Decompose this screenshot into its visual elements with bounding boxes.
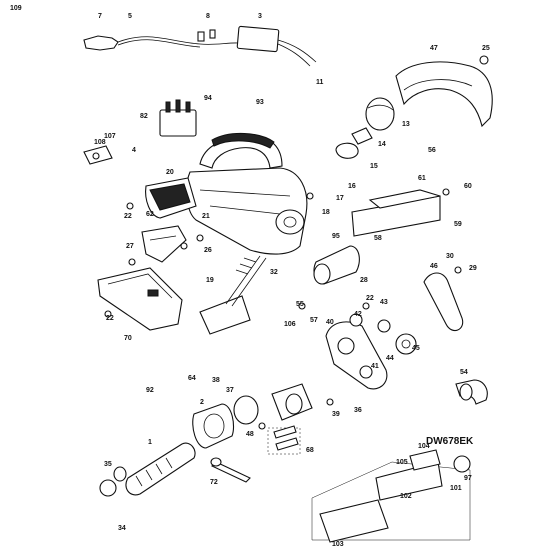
part-number-label: 55 [296, 301, 304, 308]
part-number-label: 20 [166, 169, 174, 176]
stator-part [192, 403, 235, 449]
part-number-label: 82 [140, 113, 148, 120]
chip-deflector-part [145, 177, 197, 219]
part-number-label: 97 [464, 475, 472, 482]
part-number-label: 22 [124, 213, 132, 220]
part-number-label: 59 [454, 221, 462, 228]
part-number-label: 25 [482, 45, 490, 52]
part-number-label: 26 [204, 247, 212, 254]
part-number-label: 103 [332, 541, 344, 548]
power-cord-assembly [83, 25, 317, 67]
dust-elbow-part [455, 379, 488, 405]
part-number-label: 6 [10, 0, 14, 2]
part-number-label: 38 [212, 377, 220, 384]
switch-part [83, 145, 113, 165]
part-number-label: 5 [128, 13, 132, 20]
kit-inset [311, 449, 471, 543]
part-number-label: 106 [284, 321, 296, 328]
part-number-label: 22 [106, 315, 114, 322]
part-number-label: 107 [104, 133, 116, 140]
part-number-label: 58 [374, 235, 382, 242]
part-number-label: 43 [380, 299, 388, 306]
part-number-label: 70 [124, 335, 132, 342]
part-number-label: 11 [316, 79, 324, 86]
part-number-label: 22 [366, 295, 374, 302]
spring-shaft-part [199, 255, 267, 335]
part-number-label: 102 [400, 493, 412, 500]
part-number-label: 46 [430, 263, 438, 270]
part-number-label: 109 [10, 5, 22, 12]
part-number-label: 104 [418, 443, 430, 450]
part-number-label: 47 [430, 45, 438, 52]
part-number-label: 13 [402, 121, 410, 128]
gear-cover-part [325, 321, 388, 390]
part-number-label: 92 [146, 387, 154, 394]
part-number-label: 7 [98, 13, 102, 20]
part-number-label: 108 [94, 139, 106, 146]
part-number-label: 101 [450, 485, 462, 492]
part-number-label: 36 [354, 407, 362, 414]
part-number-label: 56 [428, 147, 436, 154]
pulley-part [349, 313, 417, 355]
part-number-label: 57 [310, 317, 318, 324]
part-number-label: 42 [354, 311, 362, 318]
part-number-label: 30 [446, 253, 454, 260]
brush-holder-part [159, 99, 197, 137]
part-number-label: 62 [146, 211, 154, 218]
model-code: DW678EK [426, 436, 474, 447]
part-number-label: 35 [104, 461, 112, 468]
part-number-label: 41 [371, 363, 379, 370]
cutter-drum-part [313, 245, 360, 285]
side-fence-part [351, 189, 441, 237]
part-number-label: 40 [326, 319, 334, 326]
fan-part [233, 383, 313, 425]
part-number-label: 16 [348, 183, 356, 190]
base-shoe-part [97, 267, 183, 331]
front-knob-part [335, 97, 395, 159]
part-number-label: 3 [258, 13, 262, 20]
part-number-label: 95 [332, 233, 340, 240]
part-number-label: 21 [202, 213, 210, 220]
part-number-label: 37 [226, 387, 234, 394]
front-plate-part [141, 225, 187, 263]
part-number-label: 105 [396, 459, 408, 466]
part-number-label: 44 [386, 355, 394, 362]
part-number-label: 15 [370, 163, 378, 170]
part-number-label: 2 [200, 399, 204, 406]
handle-cover-part [395, 55, 493, 128]
part-number-label: 61 [418, 175, 426, 182]
part-number-label: 1 [148, 439, 152, 446]
screw-parts [104, 188, 462, 430]
armature-part [99, 442, 196, 497]
part-number-label: 4 [132, 147, 136, 154]
part-number-label: 27 [126, 243, 134, 250]
part-number-label: 32 [270, 269, 278, 276]
part-number-label: 14 [378, 141, 386, 148]
part-number-label: 72 [210, 479, 218, 486]
part-number-label: 34 [118, 525, 126, 532]
drive-belt-part [423, 272, 464, 332]
part-number-label: 94 [204, 95, 212, 102]
part-number-label: 68 [306, 447, 314, 454]
part-number-label: 93 [256, 99, 264, 106]
part-number-label: 39 [332, 411, 340, 418]
part-number-label: 54 [460, 369, 468, 376]
part-number-label: 45 [412, 345, 420, 352]
part-number-label: 64 [188, 375, 196, 382]
part-number-label: 28 [360, 277, 368, 284]
part-number-label: 29 [469, 265, 477, 272]
part-number-label: 48 [246, 431, 254, 438]
part-number-label: 18 [322, 209, 330, 216]
part-number-label: 19 [206, 277, 214, 284]
part-number-label: 8 [206, 13, 210, 20]
main-housing [186, 132, 308, 255]
part-number-label: 60 [464, 183, 472, 190]
brush-pair-part [267, 425, 301, 455]
part-number-labels: 1234567811131415161718192021222222252627… [10, 0, 490, 548]
spanner-part [210, 457, 251, 483]
part-number-label: 17 [336, 195, 344, 202]
